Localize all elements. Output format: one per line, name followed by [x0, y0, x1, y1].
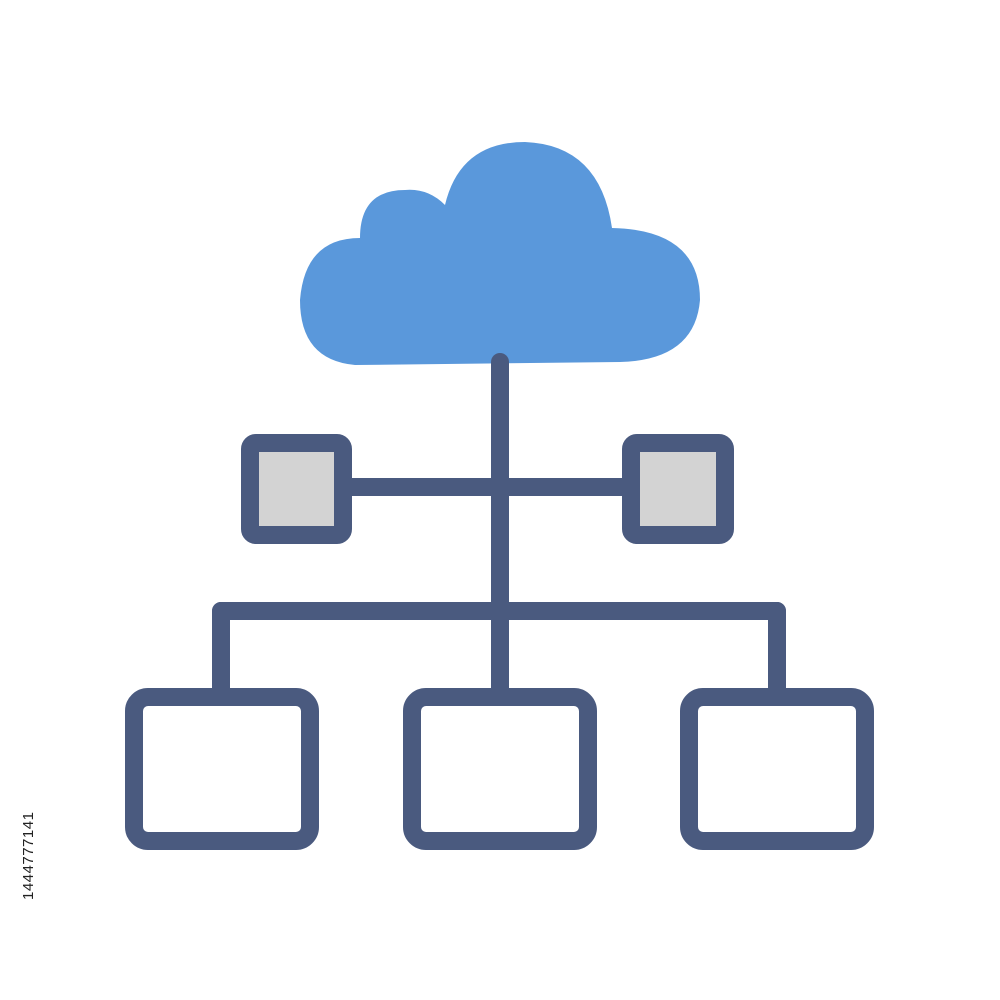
center-white-box	[403, 688, 597, 850]
right-gray-node	[622, 434, 734, 544]
left-white-box	[125, 688, 319, 850]
right-white-box	[680, 688, 874, 850]
cloud-icon	[300, 142, 700, 365]
stock-image-id: 1444777141	[20, 811, 37, 900]
connector-lines	[212, 353, 786, 699]
left-gray-node	[241, 434, 352, 544]
